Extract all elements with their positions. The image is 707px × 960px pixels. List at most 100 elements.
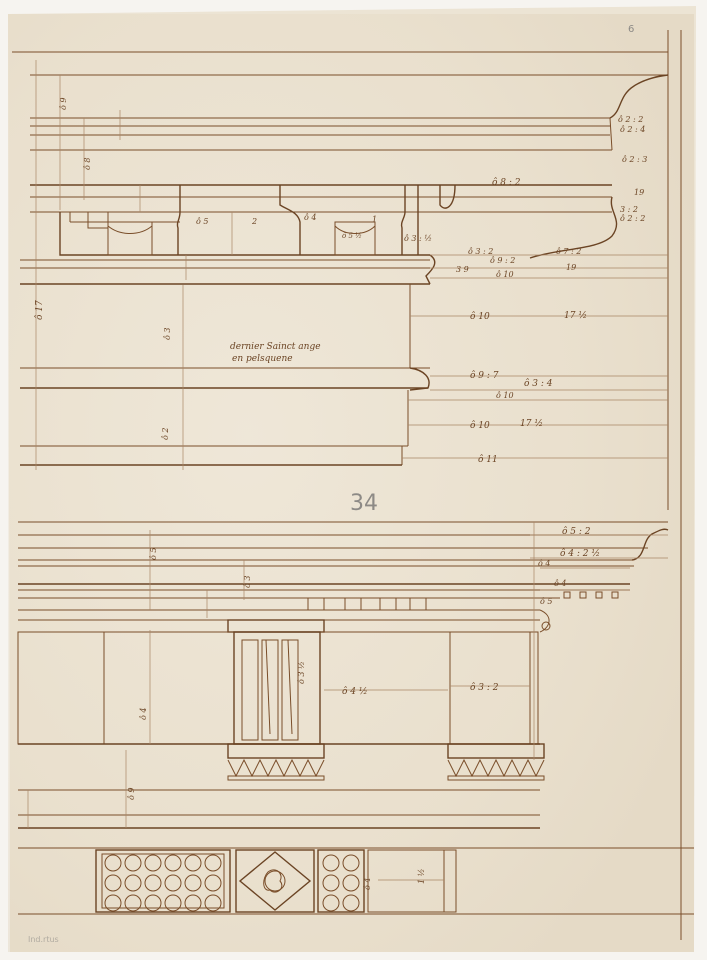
plinth-foot <box>227 775 325 781</box>
circle-rosette <box>124 894 142 912</box>
measure-label: 19 <box>634 188 644 197</box>
measure-label: ô 4 <box>304 213 316 222</box>
circle-rosette <box>124 874 142 892</box>
plinth-block <box>227 743 325 759</box>
measure-label: ô 2 : 3 <box>622 155 647 164</box>
measure-label: ô 4 : 2 ½ <box>560 548 600 559</box>
measure-label: ô 11 <box>478 454 498 465</box>
circle-rosette <box>204 894 222 912</box>
lower-measurements-inner: ô 4 ½ ô 3 : 2 ô 3 ½ ô 4 1 ½ <box>139 661 499 884</box>
lower-measurements-left: ô 9 ô 5 ô 3 ô 4 <box>127 548 372 890</box>
upper-measurements-left: ô 17 ô 9 ô 8 ô 2 ô 3 <box>34 98 172 440</box>
lozenge <box>238 851 312 911</box>
fascia-profile <box>409 367 430 391</box>
circle-rosette <box>104 854 122 872</box>
circle-rosette <box>184 854 202 872</box>
circle-panel-inner <box>101 853 225 909</box>
zigzag-ornament <box>447 758 545 778</box>
modillion-bracket <box>176 185 181 255</box>
circle-rosette <box>144 894 162 912</box>
modillion-bracket <box>439 184 456 209</box>
cyma-profile <box>609 74 669 119</box>
rosette-leaf <box>263 869 283 893</box>
ornament-strip <box>18 847 694 915</box>
profile-edge <box>609 117 613 151</box>
cyma-profile <box>631 528 669 561</box>
measure-label: ô 9 <box>127 788 136 800</box>
modillion-bracket <box>279 185 301 255</box>
coffer-panel <box>334 221 376 256</box>
circle-rosette <box>104 874 122 892</box>
measure-label: ô 3 ½ <box>297 661 306 684</box>
measure-label: 1 <box>372 215 377 224</box>
rosette <box>264 870 286 892</box>
measure-label: ô 10 <box>496 391 514 400</box>
circle-rosettes <box>104 854 222 912</box>
measure-label: ô 10 <box>496 270 514 279</box>
measure-label: ô 7 : 2 <box>556 247 581 256</box>
upper-entablature <box>12 51 669 470</box>
measure-label: 19 <box>566 263 576 272</box>
circle-rosettes-small <box>322 854 360 912</box>
measure-label: ô 4 ½ <box>342 686 368 697</box>
small-block <box>87 211 109 229</box>
circle-rosette <box>204 874 222 892</box>
measure-label: ô 5 ½ <box>342 232 362 240</box>
circle-panel-small <box>317 849 365 913</box>
lozenge-panel <box>235 849 315 913</box>
coffer-panel <box>107 221 153 256</box>
measure-label: ô 8 : 2 <box>492 177 521 188</box>
measure-label: ô 9 <box>59 98 68 110</box>
lower-measurements-right: ô 5 : 2 ô 4 : 2 ½ ô 4 ô 4 ô 5 <box>538 526 600 606</box>
measure-label: ô 2 : 2 <box>620 214 645 223</box>
coffer-rosette <box>334 225 376 234</box>
measure-label: ô 17 <box>34 300 45 320</box>
circle-rosette <box>342 894 360 912</box>
circle-rosette <box>164 894 182 912</box>
upper-measurements-inner: ô 5 2 ô 4 ô 5 ½ 1 ô 3 : ½ <box>196 213 432 243</box>
circle-rosette <box>322 894 340 912</box>
measure-label: ô 9 : 7 <box>470 370 499 381</box>
circle-panel <box>95 849 231 913</box>
measure-label: ô 4 <box>363 878 372 890</box>
circle-rosette <box>184 874 202 892</box>
measure-label: ô 3 <box>163 328 172 340</box>
measure-label: 17 ½ <box>564 310 587 321</box>
modillion-band <box>59 212 430 256</box>
modillion-bracket <box>400 185 406 255</box>
measure-label: ô 4 <box>538 559 550 568</box>
measure-label: ô 3 : 2 <box>468 247 493 256</box>
cyma-profile-lower <box>529 196 618 259</box>
circle-rosette <box>164 854 182 872</box>
circle-rosette <box>164 874 182 892</box>
page-number: 34 <box>350 491 378 516</box>
measure-label: ô 3 <box>243 576 252 588</box>
pencil-note: Ind.rtus <box>28 935 59 944</box>
measure-label: ô 2 : 4 <box>620 125 645 134</box>
measure-label: 1 ½ <box>417 869 426 884</box>
corner-mark: 6 <box>628 24 634 35</box>
measure-label: ô 2 : 2 <box>618 115 643 124</box>
measure-label: ô 3 : ½ <box>404 234 432 243</box>
dentil-row <box>563 591 619 599</box>
measure-label: ô 4 <box>139 708 148 720</box>
triglyph-band <box>307 597 427 611</box>
measure-label: ô 4 <box>554 579 566 588</box>
fillet <box>265 639 271 735</box>
paper-stain <box>8 14 694 952</box>
circle-rosette <box>322 854 340 872</box>
circle-rosette <box>322 874 340 892</box>
circle-rosette <box>124 854 142 872</box>
coffer-rosette <box>107 225 153 234</box>
circle-rosette <box>144 854 162 872</box>
measure-label: ô 8 <box>83 158 92 170</box>
annotation-text: en pelsquene <box>232 354 293 364</box>
pilaster-flute <box>261 639 279 741</box>
architrave-profile <box>425 254 436 285</box>
measure-label: ô 3 : 2 <box>470 682 499 693</box>
measure-label: ô 2 <box>161 428 170 440</box>
circle-rosette <box>184 894 202 912</box>
measure-label: 3 9 <box>456 265 469 274</box>
